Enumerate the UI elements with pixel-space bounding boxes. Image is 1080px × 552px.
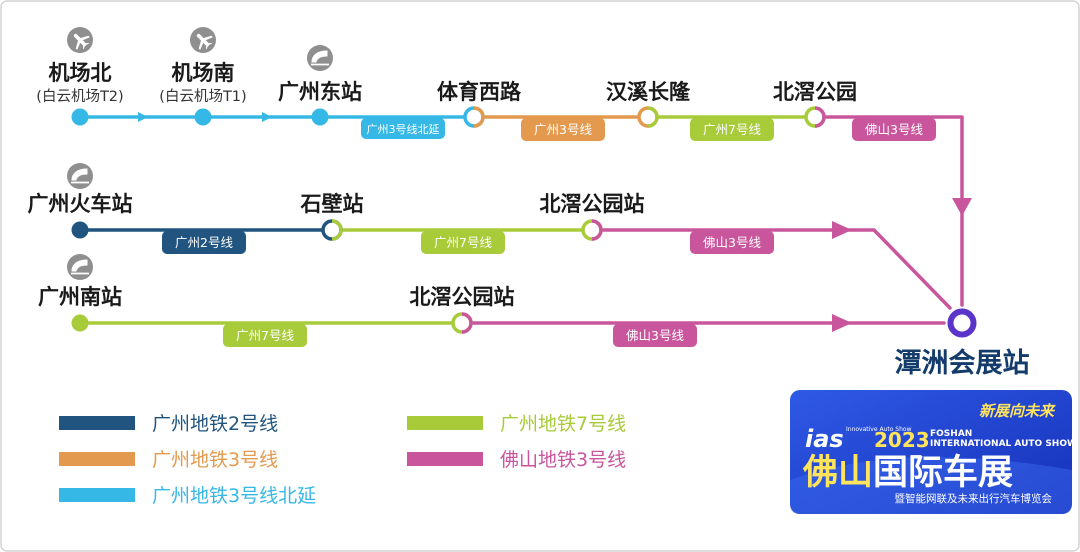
segment-label: 广州3号线 bbox=[534, 122, 592, 137]
banner-slogan: 新展向未来 bbox=[979, 402, 1056, 420]
arrow-icon bbox=[832, 314, 852, 332]
station-dot bbox=[71, 221, 89, 239]
transfer-beijiao-park-3 bbox=[451, 312, 473, 334]
event-banner: 新展向未来 ias Innovative Auto Show 2023 FOSH… bbox=[790, 390, 1077, 514]
station-sublabel-airport-north: (白云机场T2) bbox=[36, 88, 123, 105]
banner-subtitle: 暨智能网联及未来出行汽车博览会 bbox=[895, 492, 1053, 505]
legend-swatch-gz3n bbox=[59, 488, 135, 502]
airplane-icon bbox=[67, 27, 93, 53]
station-dot bbox=[311, 108, 329, 126]
station-dots bbox=[71, 108, 329, 332]
legend-label-gz7: 广州地铁7号线 bbox=[500, 413, 626, 435]
segment-pill bbox=[361, 118, 445, 139]
transfer-beijiao-park bbox=[804, 106, 826, 128]
legend-swatch-gz7 bbox=[407, 416, 483, 430]
legend-label-fs3: 佛山地铁3号线 bbox=[500, 449, 626, 471]
destination-station-label: 潭洲会展站 bbox=[895, 348, 1030, 379]
transfer-beijiao-park-2 bbox=[581, 219, 603, 241]
banner-english-line-1: FOSHAN bbox=[930, 429, 972, 439]
station-label-gz-railway: 广州火车站 bbox=[28, 192, 133, 216]
arrow-icon bbox=[952, 198, 972, 216]
arrow-icon bbox=[262, 112, 272, 122]
station-label-tiyu-xilu: 体育西路 bbox=[437, 80, 522, 104]
legend-swatch-fs3 bbox=[407, 452, 483, 466]
segment-label: 广州7号线 bbox=[703, 122, 761, 137]
segment-pill bbox=[162, 231, 246, 254]
segment-pill bbox=[421, 231, 505, 254]
banner-title: 佛山国际车展 bbox=[802, 453, 1013, 493]
segment-label: 广州3号线北延 bbox=[367, 122, 440, 136]
station-label-hanxi-changlong: 汉溪长隆 bbox=[606, 80, 691, 104]
segment-label: 广州2号线 bbox=[175, 235, 233, 250]
banner-english-line-2: INTERNATIONAL AUTO SHOW bbox=[930, 439, 1077, 449]
segment-label: 广州7号线 bbox=[434, 235, 492, 250]
train-icon bbox=[67, 254, 93, 280]
direction-arrows bbox=[138, 112, 972, 332]
line-fs3-top bbox=[813, 115, 964, 307]
ias-logo: ias bbox=[805, 425, 844, 453]
legend-swatch-gz3 bbox=[59, 452, 135, 466]
airplane-icon bbox=[190, 27, 216, 53]
station-label-shibi: 石壁站 bbox=[300, 192, 364, 216]
segment-label: 广州7号线 bbox=[236, 328, 294, 343]
legend-label-gz3: 广州地铁3号线 bbox=[152, 449, 278, 471]
train-icon bbox=[307, 45, 333, 71]
banner-logo-tag: Innovative Auto Show bbox=[846, 426, 912, 433]
station-dot bbox=[194, 108, 212, 126]
transfer-tiyu-xilu bbox=[463, 106, 485, 128]
train-icon bbox=[67, 163, 93, 189]
station-sublabel-airport-south: (白云机场T1) bbox=[159, 88, 246, 105]
segment-label: 佛山3号线 bbox=[865, 122, 923, 137]
segment-pill bbox=[690, 231, 774, 254]
segment-pill bbox=[521, 118, 605, 141]
station-dot bbox=[71, 314, 89, 332]
legend-label-gz2: 广州地铁2号线 bbox=[152, 413, 278, 435]
station-label-beijiao-park-2: 北滘公园站 bbox=[540, 192, 645, 216]
station-label-gz-east: 广州东站 bbox=[278, 80, 362, 104]
segment-pill bbox=[613, 324, 697, 347]
legend: 广州地铁2号线 广州地铁3号线 广州地铁3号线北延 广州地铁7号线 佛山地铁3号… bbox=[59, 413, 626, 507]
segment-pills: 广州3号线北延 广州3号线 广州7号线 佛山3号线 广州2号线 广州7号线 佛山… bbox=[162, 118, 936, 347]
destination-station-marker bbox=[947, 308, 977, 338]
transfer-hanxi-changlong bbox=[637, 106, 659, 128]
segment-pill bbox=[852, 118, 936, 141]
banner-year: 2023 bbox=[874, 428, 930, 452]
arrow-icon bbox=[832, 221, 852, 239]
station-label-beijiao-park-3: 北滘公园站 bbox=[410, 285, 515, 309]
station-label-gz-south: 广州南站 bbox=[38, 285, 122, 309]
transfer-shibi bbox=[321, 219, 343, 241]
segment-label: 佛山3号线 bbox=[626, 328, 684, 343]
station-label-airport-north: 机场北 bbox=[49, 61, 112, 85]
legend-label-gz3n: 广州地铁3号线北延 bbox=[152, 485, 316, 507]
station-label-airport-south: 机场南 bbox=[172, 61, 235, 85]
transfer-stations bbox=[321, 106, 826, 334]
segment-pill bbox=[690, 118, 774, 141]
banner-background bbox=[790, 390, 1072, 514]
segment-pill bbox=[223, 324, 307, 347]
line-fs3-mid bbox=[590, 228, 952, 310]
legend-swatch-gz2 bbox=[59, 416, 135, 430]
segment-label: 佛山3号线 bbox=[703, 235, 761, 250]
station-dot bbox=[71, 108, 89, 126]
arrow-icon bbox=[138, 112, 148, 122]
station-label-beijiao-park: 北滘公园 bbox=[773, 80, 857, 104]
